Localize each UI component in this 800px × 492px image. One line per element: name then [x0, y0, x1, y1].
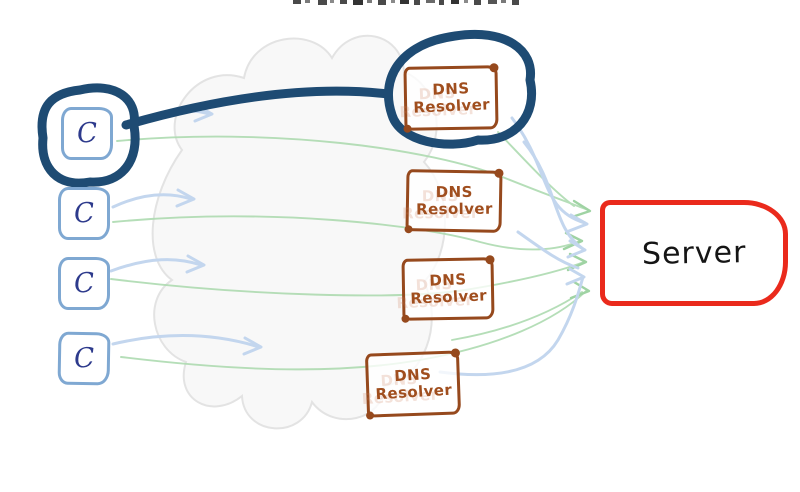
client-label: C — [72, 267, 96, 300]
dns-resolver-label: DNS Resolver — [409, 270, 488, 308]
dns-resolver-node-1: DNS Resolver — [403, 65, 499, 131]
blue-request-arrows — [109, 103, 589, 377]
highlight-link — [121, 86, 393, 130]
arrowhead — [175, 188, 196, 208]
resolver1-to-server-curve — [510, 116, 587, 225]
client-node-1: C — [61, 107, 113, 160]
arrowhead — [185, 254, 206, 274]
client-node-2: C — [58, 187, 110, 240]
dns-resolver-label-line1: DNS — [435, 183, 473, 202]
arrowhead — [566, 239, 587, 259]
highlight-loop-client — [37, 83, 140, 188]
highlight-loop-resolver — [384, 29, 536, 149]
client-label: C — [72, 197, 96, 230]
dns-resolver-label: DNS Resolver — [415, 183, 493, 219]
client-label: C — [75, 117, 99, 150]
dns-resolver-label-line2: Resolver — [412, 95, 491, 117]
dns-resolver-node-4: DNS Resolver — [364, 350, 462, 418]
flow-line-resolver1 — [497, 131, 575, 207]
resolver1-to-server-curve2 — [522, 140, 585, 251]
server-label: Server — [641, 234, 747, 272]
dns-resolver-node-2: DNS Resolver — [405, 169, 503, 233]
arrowhead — [565, 267, 586, 286]
network-cloud — [151, 34, 446, 430]
client2-request-arrow — [111, 193, 193, 209]
dns-resolver-label-line2: Resolver — [374, 380, 453, 404]
arrowhead — [567, 213, 589, 233]
client-node-3: C — [58, 257, 110, 310]
dns-resolver-label-line2: Resolver — [409, 286, 488, 308]
dns-resolver-label-line2: Resolver — [415, 199, 493, 219]
dns-resolver-label: DNS Resolver — [412, 79, 491, 117]
cropped-title-fragments — [293, 0, 519, 5]
resolver2-to-server-curve — [516, 230, 580, 270]
arrowhead — [570, 199, 592, 219]
client-node-4: C — [57, 331, 111, 386]
resolver4-to-server-curve — [438, 275, 585, 377]
client-label: C — [72, 342, 96, 375]
dns-resolver-label: DNS Resolver — [374, 365, 453, 403]
highlight-group — [37, 29, 536, 188]
arrowhead — [242, 336, 263, 356]
client3-request-arrow — [109, 258, 203, 273]
dns-resolver-node-3: DNS Resolver — [401, 257, 495, 321]
server-node: Server — [600, 200, 788, 306]
client4-request-arrow — [111, 334, 261, 349]
flow-line-client1 — [116, 135, 589, 211]
